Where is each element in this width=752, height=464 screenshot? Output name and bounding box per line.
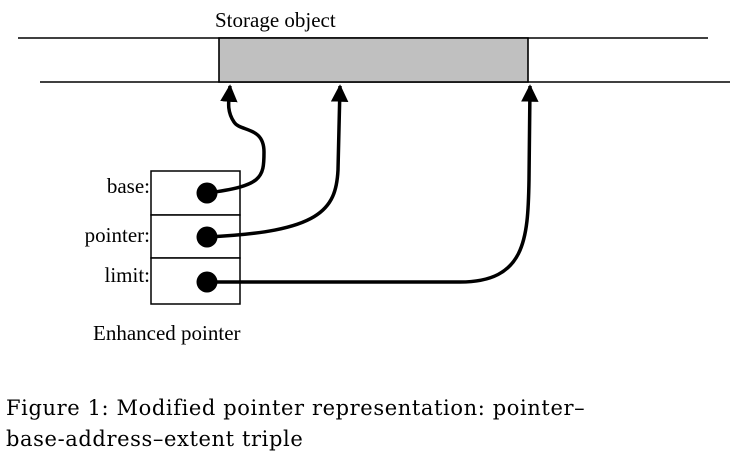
figure-caption-line-1: Figure 1: Modified pointer representatio…	[6, 396, 586, 420]
enhanced-pointer-label: Enhanced pointer	[93, 321, 241, 345]
figure-caption: Figure 1: Modified pointer representatio…	[6, 393, 746, 455]
pointer-field-box-base	[150, 170, 241, 216]
base-dot	[196, 182, 218, 204]
figure-caption-line-2: base-address–extent triple	[6, 427, 304, 451]
field-label-base: base:	[107, 174, 150, 198]
storage-object-label: Storage object	[215, 8, 336, 32]
pointer-dot	[196, 226, 218, 248]
pointer-arrow	[206, 84, 349, 239]
field-label-limit: limit:	[104, 263, 150, 287]
base-arrow	[206, 84, 266, 195]
storage-object-block	[218, 37, 529, 83]
limit-arrow	[207, 84, 539, 284]
field-label-pointer: pointer:	[85, 223, 150, 247]
limit-dot	[196, 271, 218, 293]
